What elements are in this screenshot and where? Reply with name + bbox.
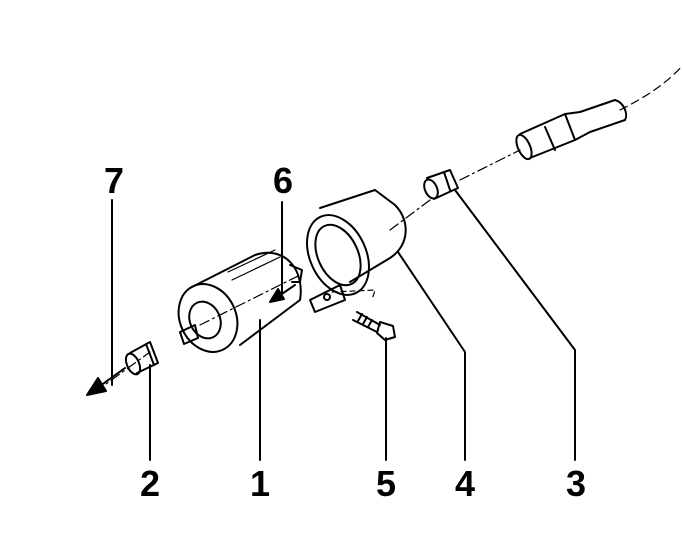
callout-4: 4: [454, 463, 476, 504]
fuel-line-arrow: [86, 367, 126, 396]
leader-line-3: [454, 189, 576, 461]
hose-dashed-continuation: [619, 64, 683, 111]
bracket-bolt-hole: [323, 293, 331, 301]
fuel-filter: [177, 249, 303, 353]
center-axis-line: [94, 149, 521, 393]
callout-7: 7: [103, 160, 125, 201]
callout-2: 2: [139, 463, 161, 504]
bolt: [352, 311, 396, 341]
filter-bracket: [306, 189, 407, 313]
callout-3: 3: [565, 463, 587, 504]
hose-clamp-inlet: [423, 169, 459, 200]
fuel-hose: [515, 99, 628, 161]
callout-1: 1: [249, 463, 271, 504]
callout-6: 6: [272, 160, 294, 201]
hose-clamp-outlet: [124, 341, 159, 376]
callout-5: 5: [375, 463, 397, 504]
flow-direction-arrow: [269, 284, 296, 303]
leader-line-4: [397, 251, 466, 461]
